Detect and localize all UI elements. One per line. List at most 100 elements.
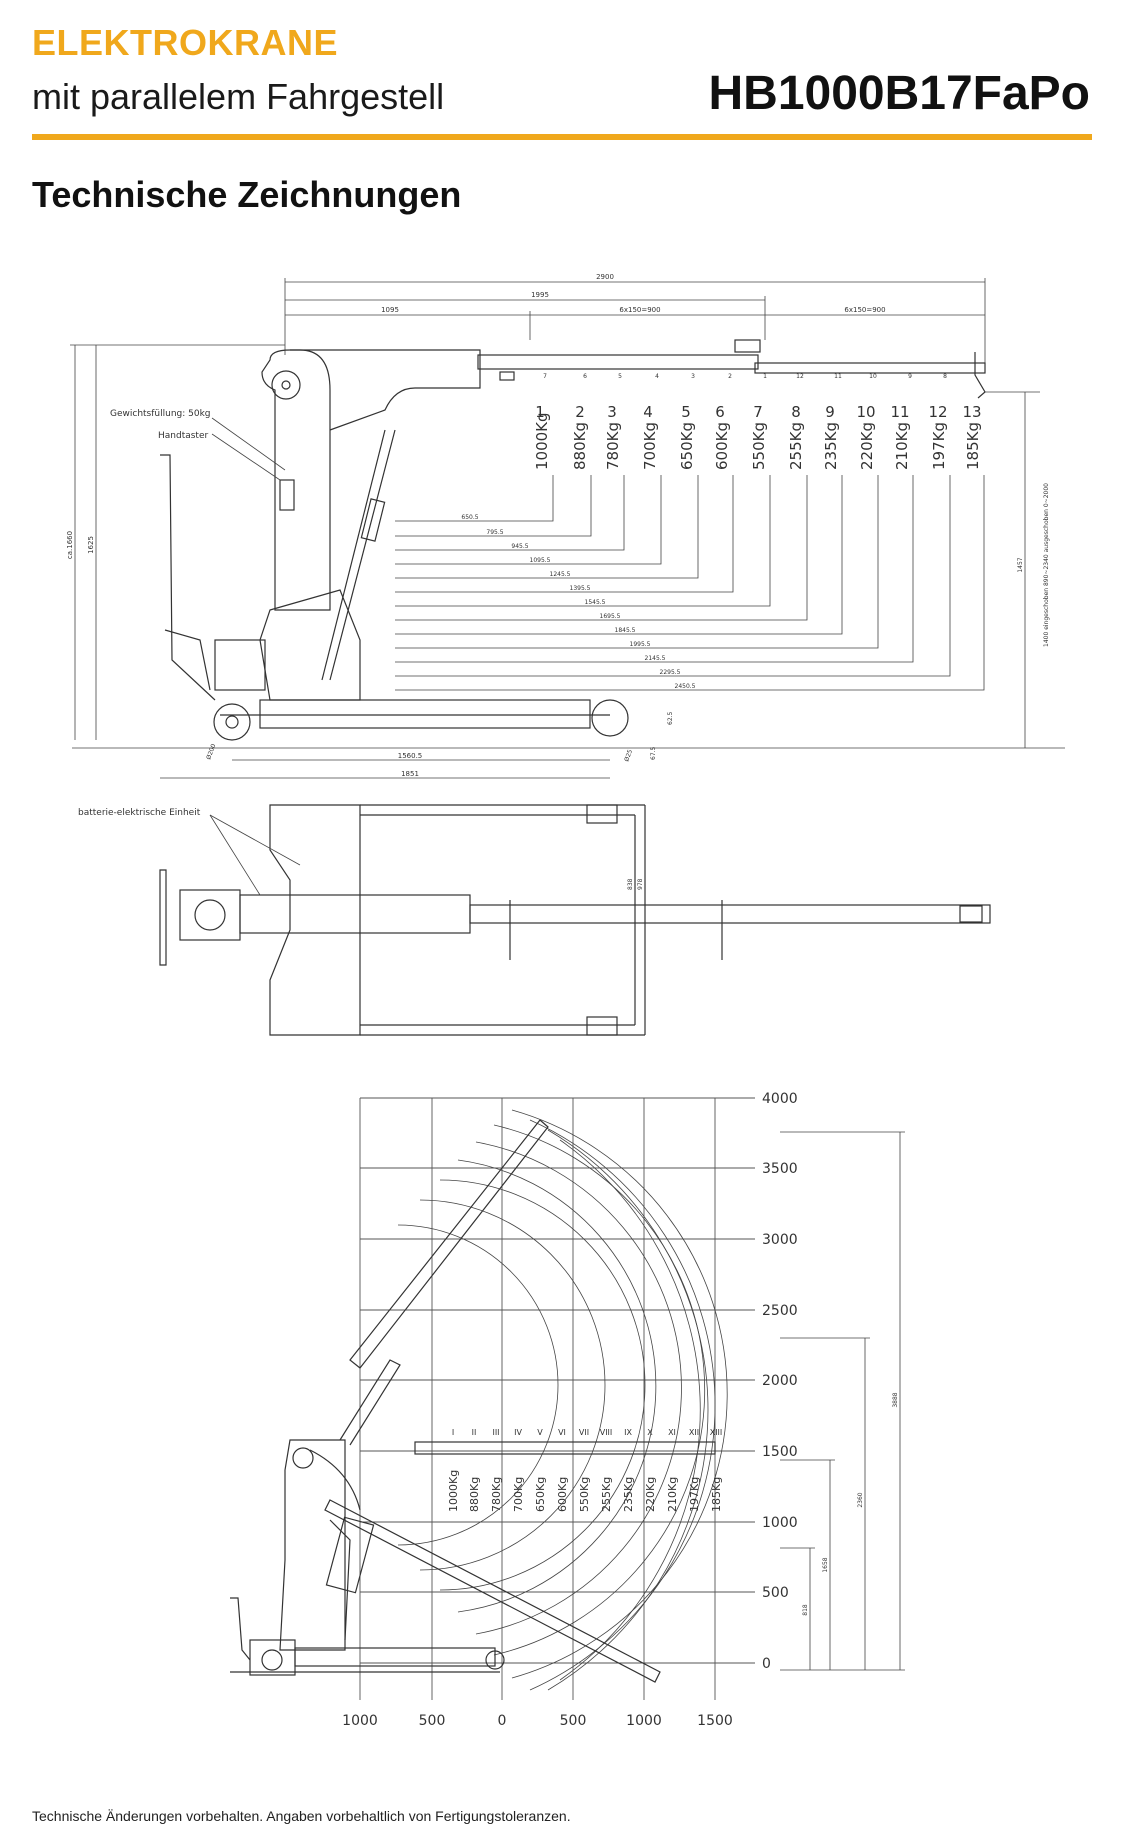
reach-dim: 2450.5 <box>675 683 696 690</box>
load-label: 1000Kg <box>447 1470 460 1512</box>
crane-body <box>230 1439 505 1676</box>
dim-1457: 1457 <box>1017 557 1024 572</box>
roman-label: VII <box>579 1428 589 1437</box>
load-label: 550Kg <box>578 1477 591 1512</box>
position-label: 5 <box>681 403 691 421</box>
load-label: 780Kg <box>604 422 622 470</box>
roman-label: II <box>472 1428 477 1437</box>
roman-label: XI <box>668 1428 676 1437</box>
dim-wheel: Ø200 <box>205 743 217 761</box>
pos-tick: 8 <box>943 373 947 380</box>
y-tick-label: 4000 <box>762 1091 798 1107</box>
y-tick-label: 3500 <box>762 1161 798 1177</box>
load-label: 1000Kg <box>533 412 551 470</box>
reach-dim: 1995.5 <box>630 641 651 648</box>
section-title: Technische Zeichnungen <box>32 174 462 215</box>
load-label: 210Kg <box>893 422 911 470</box>
reach-dimensions: 650.5 795.5 945.5 1095.5 1245.5 1395.5 1… <box>395 475 985 691</box>
load-label: 255Kg <box>600 1477 613 1512</box>
label-battery-unit: batterie-elektrische Einheit <box>78 808 201 818</box>
reach-arcs <box>397 1109 728 1691</box>
reach-dim: 1245.5 <box>550 571 571 578</box>
dim-1995: 1995 <box>531 291 549 299</box>
boom-positions <box>309 1119 716 1683</box>
reach-dim: 1695.5 <box>600 613 621 620</box>
roman-label: V <box>537 1428 543 1437</box>
load-label: 650Kg <box>534 1477 547 1512</box>
pos-tick: 11 <box>834 373 842 380</box>
dim-838: 838 <box>627 878 634 890</box>
y-tick-label: 3000 <box>762 1232 798 1248</box>
load-label: 255Kg <box>787 422 805 470</box>
x-tick-label: 500 <box>560 1713 587 1729</box>
reach-dim: 945.5 <box>511 543 528 550</box>
label-handtaster: Handtaster <box>158 431 208 441</box>
dim-6x150-a: 6x150=900 <box>619 306 660 314</box>
load-label: 600Kg <box>556 1477 569 1512</box>
load-label: 880Kg <box>571 422 589 470</box>
dim-1625: 1625 <box>87 536 95 554</box>
dim-ca1660: ca.1660 <box>66 531 74 559</box>
reach-dim: 2295.5 <box>660 669 681 676</box>
brand-title: ELEKTROKRANE <box>32 22 339 63</box>
pos-tick: 1 <box>763 373 767 380</box>
position-label: 12 <box>928 403 947 421</box>
load-label: 700Kg <box>641 422 659 470</box>
roman-positions: I II III IV V VI VII VIII IX X XI XII XI… <box>452 1428 722 1437</box>
position-label: 4 <box>643 403 653 421</box>
position-label: 6 <box>715 403 725 421</box>
dim-67: 67.5 <box>650 746 657 760</box>
dim-818: 818 <box>802 1604 809 1616</box>
load-label: 780Kg <box>490 1477 503 1512</box>
pos-tick: 7 <box>543 373 547 380</box>
x-tick-label: 0 <box>498 1713 507 1729</box>
side-load-labels: 1000Kg 880Kg 780Kg 700Kg 650Kg 600Kg 550… <box>533 412 982 470</box>
load-label: 185Kg <box>710 1477 723 1512</box>
reach-dim: 650.5 <box>461 514 478 521</box>
roman-label: III <box>492 1428 499 1437</box>
roman-label: XIII <box>710 1428 723 1437</box>
load-label: 210Kg <box>666 1477 679 1512</box>
reach-dim: 795.5 <box>486 529 503 536</box>
pos-tick: 5 <box>618 373 622 380</box>
side-view-drawing: 2900 1995 1095 6x150=900 6x150=900 ca.16… <box>66 273 1065 779</box>
pos-tick: 4 <box>655 373 659 380</box>
product-subtitle: mit parallelem Fahrgestell <box>32 76 445 117</box>
position-label: 3 <box>607 403 617 421</box>
header-divider <box>32 134 1092 140</box>
hook-positions: 7 6 5 4 3 2 1 12 11 10 9 8 <box>543 373 947 380</box>
chart-side-dims: 3888 2360 1658 818 <box>780 1131 905 1671</box>
reach-dim: 1095.5 <box>530 557 551 564</box>
y-tick-label: 2500 <box>762 1303 798 1319</box>
load-chart-drawing: 0 500 1000 1500 2000 2500 3000 3500 4000… <box>230 1091 905 1729</box>
x-tick-label: 500 <box>419 1713 446 1729</box>
y-tick-label: 1000 <box>762 1515 798 1531</box>
roman-label: VIII <box>600 1428 613 1437</box>
y-axis-labels: 0 500 1000 1500 2000 2500 3000 3500 4000 <box>762 1091 798 1672</box>
x-tick-label: 1000 <box>342 1713 378 1729</box>
load-label: 600Kg <box>713 422 731 470</box>
load-label: 185Kg <box>964 422 982 470</box>
y-tick-label: 1500 <box>762 1444 798 1460</box>
position-label: 2 <box>575 403 585 421</box>
dim-1851: 1851 <box>401 770 419 778</box>
load-label: 197Kg <box>688 1477 701 1512</box>
dim-2900: 2900 <box>596 273 614 281</box>
dim-978: 978 <box>637 878 644 890</box>
dim-6x150-b: 6x150=900 <box>844 306 885 314</box>
roman-label: X <box>647 1428 653 1437</box>
chart-load-labels: 1000Kg 880Kg 780Kg 700Kg 650Kg 600Kg 550… <box>447 1470 723 1512</box>
x-tick-label: 1500 <box>697 1713 733 1729</box>
dim-wheel-front: Ø25 <box>623 749 634 763</box>
load-label: 880Kg <box>468 1477 481 1512</box>
position-label: 7 <box>753 403 763 421</box>
footer-disclaimer: Technische Änderungen vorbehalten. Angab… <box>32 1808 571 1824</box>
y-tick-label: 0 <box>762 1656 771 1672</box>
position-label: 11 <box>890 403 909 421</box>
top-view-drawing: batterie-elektrische Einheit 838 978 <box>78 804 991 1036</box>
position-numbers: 1 2 3 4 5 6 7 8 9 10 11 12 13 <box>535 403 981 421</box>
model-number: HB1000B17FaPo <box>708 67 1090 120</box>
label-weight: Gewichtsfüllung: 50kg <box>110 409 211 419</box>
dim-3888: 3888 <box>892 1392 899 1407</box>
position-label: 8 <box>791 403 801 421</box>
